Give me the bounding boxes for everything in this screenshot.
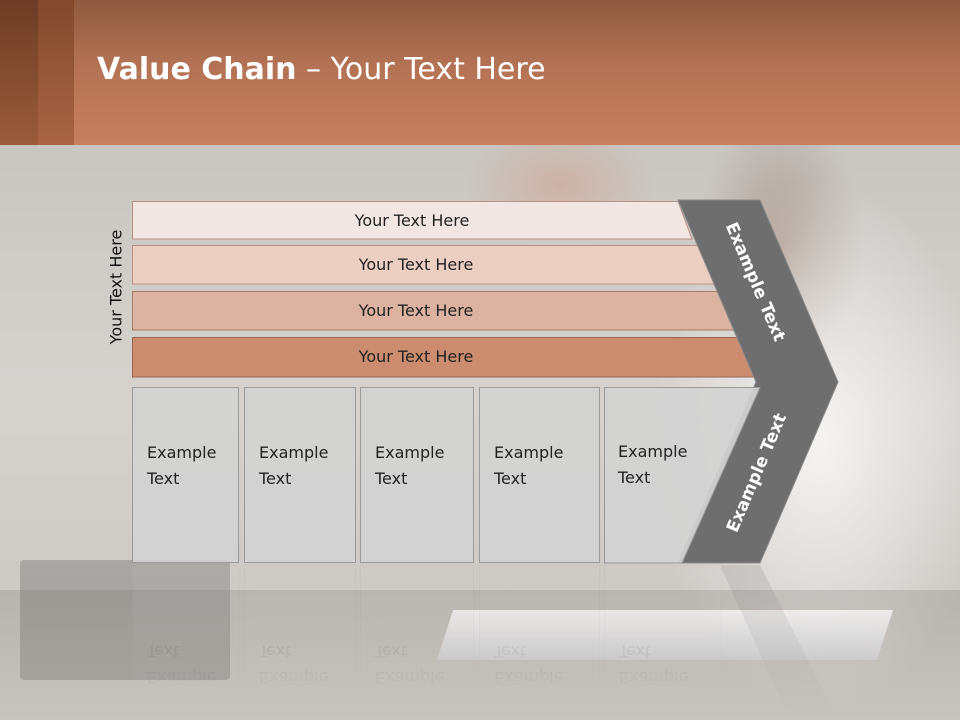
- column-2-line1: Example: [259, 443, 329, 462]
- band-4[interactable]: Your Text Here: [132, 337, 764, 378]
- slide-title[interactable]: Value Chain – Your Text Here: [97, 52, 546, 87]
- band-3-label: Your Text Here: [358, 300, 474, 320]
- band-2-label: Your Text Here: [358, 254, 474, 274]
- column-1-line1: Example: [147, 443, 217, 462]
- band-1-label: Your Text Here: [354, 210, 470, 230]
- column-1-line2: Text: [147, 469, 180, 488]
- column-1[interactable]: Example Text: [132, 387, 239, 563]
- column-3-line1: Example: [375, 443, 445, 462]
- column-3[interactable]: Example Text: [360, 387, 474, 563]
- band-1[interactable]: Your Text Here: [132, 201, 693, 240]
- reflection-chevron: [678, 565, 838, 720]
- column-5-shape: [604, 387, 761, 564]
- header-accent-strip: [38, 0, 74, 145]
- header-accent-strip: [0, 0, 38, 145]
- column-4[interactable]: Example Text: [479, 387, 600, 563]
- column-4-line1: Example: [494, 443, 564, 462]
- title-bar: Value Chain – Your Text Here: [0, 0, 960, 145]
- column-4-line2: Text: [494, 469, 527, 488]
- column-3-line2: Text: [375, 469, 408, 488]
- column-5[interactable]: Example Text: [604, 387, 762, 564]
- slide-title-rest: – Your Text Here: [296, 52, 546, 87]
- background-laptop: [20, 560, 230, 680]
- column-2-line2: Text: [259, 469, 292, 488]
- column-5-line1: Example: [618, 442, 688, 461]
- column-5-text: Example Text: [618, 439, 687, 491]
- column-5-line2: Text: [618, 468, 651, 487]
- band-4-label: Your Text Here: [358, 346, 474, 366]
- column-reflection: Example Text Example Text Example Text E…: [0, 565, 960, 720]
- band-1-shape: [132, 201, 693, 240]
- column-2[interactable]: Example Text: [244, 387, 356, 563]
- slide-title-bold: Value Chain: [97, 52, 297, 87]
